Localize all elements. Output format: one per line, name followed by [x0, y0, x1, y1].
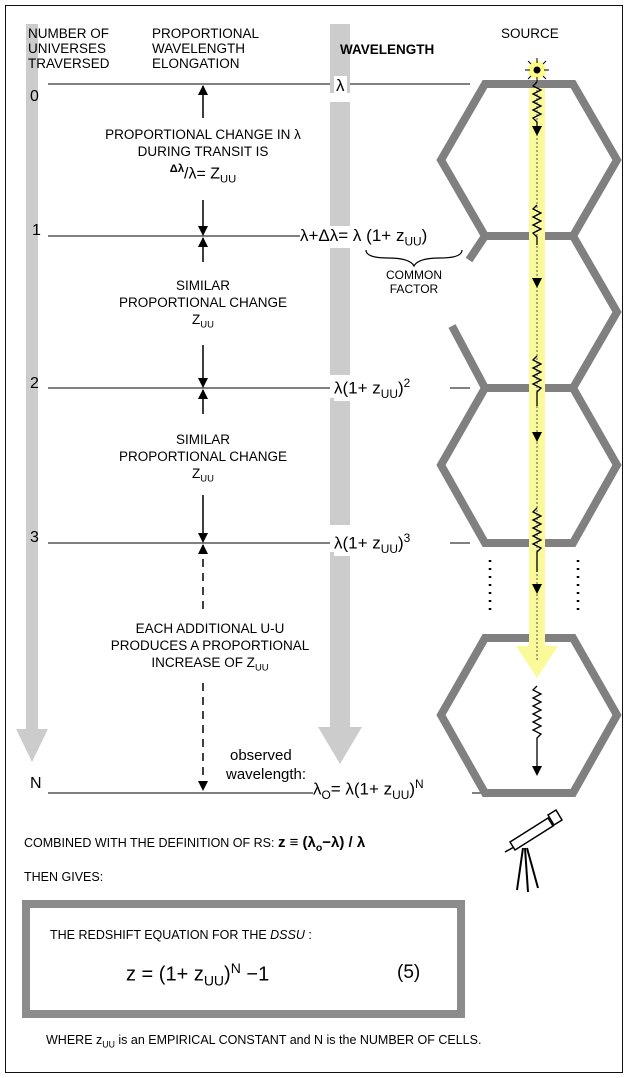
similar-note-2: SIMILAR PROPORTIONAL CHANGE ZUU [118, 432, 288, 485]
header-source: SOURCE [501, 26, 559, 41]
wave-segments [531, 81, 543, 770]
level-n: N [30, 775, 42, 792]
each-additional-note: EACH ADDITIONAL U-U PRODUCES A PROPORTIO… [110, 621, 310, 674]
level-2: 2 [30, 375, 39, 392]
similar-note-1: SIMILAR PROPORTIONAL CHANGE ZUU [118, 278, 288, 331]
common-factor-brace [365, 249, 463, 268]
combined-definition: COMBINED WITH THE DEFINITION OF RS: z ≡ … [24, 834, 366, 854]
universe-cells [436, 80, 622, 797]
elongation-arrows [198, 85, 208, 791]
source-star-icon [525, 58, 549, 82]
wavelength-2: λ(1+ zUU)2 [334, 376, 411, 402]
equation-number: (5) [397, 962, 421, 983]
then-gives: THEN GIVES: [24, 870, 104, 884]
level-3: 3 [30, 529, 39, 546]
continuation-dots [488, 560, 580, 616]
wavelength-3: λ(1+ zUU)3 [334, 531, 411, 557]
box-title: THE REDSHIFT EQUATION FOR THE DSSU : [50, 928, 312, 942]
level-1: 1 [32, 222, 41, 239]
wavelength-0: λ [334, 76, 347, 96]
wavelength-arrow [318, 24, 362, 764]
observed-wavelength-label: observed wavelength: [226, 747, 307, 783]
universes-arrow [16, 24, 48, 762]
level-0: 0 [30, 88, 39, 105]
wavelength-1: λ+Δλ= λ (1+ zUU) [300, 226, 428, 249]
header-elongation: PROPORTIONAL WAVELENGTH ELONGATION [152, 26, 260, 71]
wave-arrowheads [532, 126, 542, 776]
header-universes: NUMBER OF UNIVERSES TRAVERSED [28, 26, 110, 71]
header-wavelength: WAVELENGTH [340, 42, 435, 57]
level-lines [48, 83, 490, 794]
telescope-icon [504, 808, 564, 893]
common-factor-label: COMMON FACTOR [386, 268, 442, 296]
redshift-equation: z = (1+ zUU)N −1 [126, 960, 270, 989]
transit-note: PROPORTIONAL CHANGE IN λ DURING TRANSIT … [105, 127, 301, 186]
footer-note: WHERE zUU is an EMPIRICAL CONSTANT and N… [46, 1033, 482, 1050]
wavelength-n: λO= λ(1+ zUU)N [313, 777, 424, 803]
redshift-equation-box: THE REDSHIFT EQUATION FOR THE DSSU : z =… [22, 900, 465, 1018]
